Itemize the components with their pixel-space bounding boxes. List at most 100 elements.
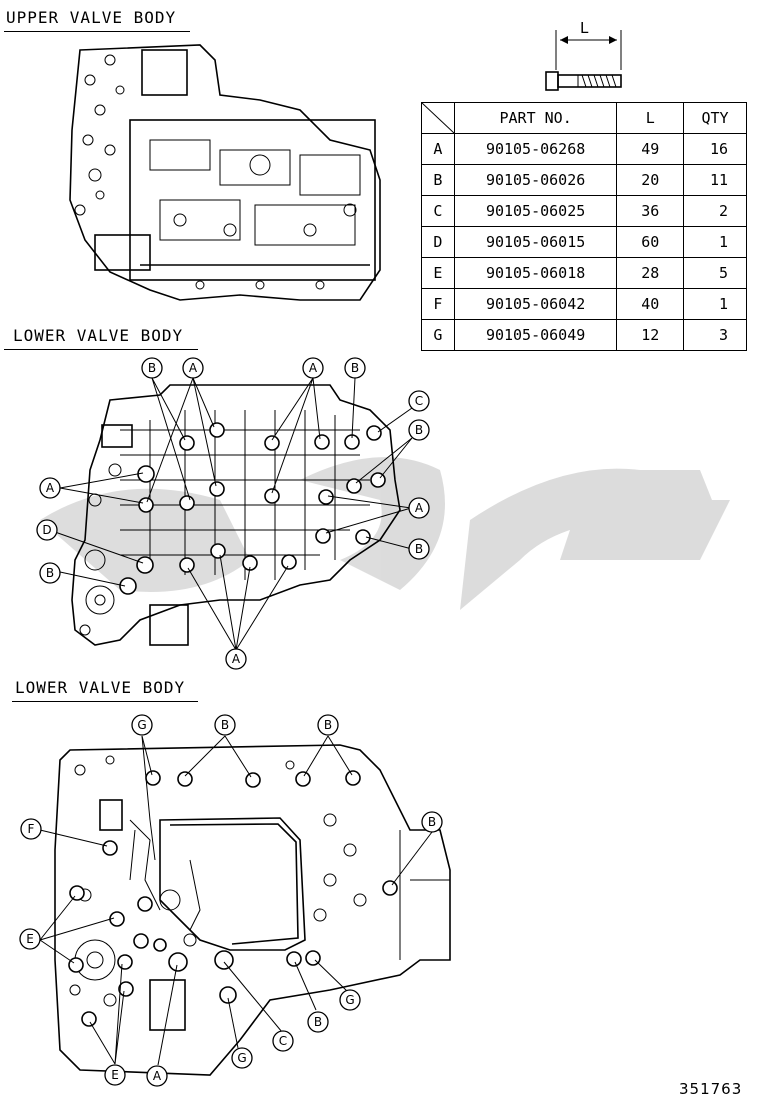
bolt-code-cell: C	[421, 195, 455, 227]
callout-b: B	[408, 419, 430, 441]
title-underline	[12, 701, 198, 702]
callout-e: E	[104, 1064, 126, 1086]
quantity-cell: 2	[683, 195, 747, 227]
svg-text:B: B	[221, 718, 229, 732]
lower-valve-body-diagram-2	[54, 744, 451, 1076]
svg-text:G: G	[237, 1051, 246, 1065]
callout-b: B	[408, 538, 430, 560]
leaders-diagram-2	[39, 735, 433, 1066]
callout-a: A	[302, 357, 324, 379]
part-number-cell: 90105-06268	[453, 133, 618, 165]
callout-g: G	[339, 989, 361, 1011]
part-number-cell: 90105-06025	[453, 195, 618, 227]
bolt-code-cell: D	[421, 226, 455, 258]
svg-text:B: B	[415, 423, 423, 437]
svg-text:C: C	[415, 394, 423, 408]
callout-a: A	[39, 477, 61, 499]
callout-a: A	[146, 1065, 168, 1087]
callout-a: A	[182, 357, 204, 379]
quantity-cell: 1	[683, 288, 747, 320]
part-number-cell: 90105-06015	[453, 226, 618, 258]
callout-f: F	[20, 818, 42, 840]
quantity-cell: 16	[683, 133, 747, 165]
upper-valve-body-title: UPPER VALVE BODY	[6, 8, 177, 27]
table-header-corner	[421, 102, 455, 134]
bolt-code-cell: E	[421, 257, 455, 289]
callout-b: B	[214, 714, 236, 736]
svg-text:D: D	[42, 523, 51, 537]
quantity-cell: 11	[683, 164, 747, 196]
callout-c: C	[408, 390, 430, 412]
svg-text:B: B	[46, 566, 54, 580]
callout-a: A	[408, 497, 430, 519]
callouts-diagram-1: B A A B C B A A D B B A	[36, 357, 430, 670]
svg-text:B: B	[351, 361, 359, 375]
quantity-cell: 3	[683, 319, 747, 351]
bolt-dimension-label: L	[580, 19, 589, 37]
callout-e: E	[19, 928, 41, 950]
callout-b: B	[141, 357, 163, 379]
table-header-length: L	[616, 102, 685, 134]
svg-text:E: E	[26, 932, 34, 946]
callout-b: B	[317, 714, 339, 736]
leaders-diagram-1	[54, 377, 413, 651]
bolt-code-cell: B	[421, 164, 455, 196]
bolt-markers-diagram-2	[68, 770, 398, 1027]
bolt-code-cell: A	[421, 133, 455, 165]
length-cell: 20	[616, 164, 685, 196]
svg-text:B: B	[415, 542, 423, 556]
part-number-cell: 90105-06018	[453, 257, 618, 289]
callouts-diagram-2: G B B F B E E A G C B G	[19, 714, 443, 1087]
callout-b: B	[344, 357, 366, 379]
part-number-cell: 90105-06026	[453, 164, 618, 196]
length-cell: 28	[616, 257, 685, 289]
callout-g: G	[131, 714, 153, 736]
quantity-cell: 5	[683, 257, 747, 289]
length-cell: 12	[616, 319, 685, 351]
svg-text:B: B	[428, 815, 436, 829]
svg-text:E: E	[111, 1068, 119, 1082]
svg-text:F: F	[28, 822, 35, 836]
lower-valve-body-title-2: LOWER VALVE BODY	[15, 678, 186, 697]
table-header-qty: QTY	[683, 102, 747, 134]
title-underline	[4, 31, 190, 32]
bolt-code-cell: F	[421, 288, 455, 320]
callout-b: B	[307, 1011, 329, 1033]
svg-text:B: B	[324, 718, 332, 732]
svg-text:B: B	[314, 1015, 322, 1029]
svg-text:A: A	[415, 501, 424, 515]
length-cell: 40	[616, 288, 685, 320]
part-number-cell: 90105-06049	[453, 319, 618, 351]
svg-text:C: C	[279, 1034, 287, 1048]
length-cell: 49	[616, 133, 685, 165]
lower-valve-body-title-1: LOWER VALVE BODY	[13, 326, 184, 345]
callout-g: G	[231, 1047, 253, 1069]
callout-c: C	[272, 1030, 294, 1052]
callout-b: B	[421, 811, 443, 833]
part-number-cell: 90105-06042	[453, 288, 618, 320]
length-cell: 60	[616, 226, 685, 258]
length-cell: 36	[616, 195, 685, 227]
svg-text:G: G	[137, 718, 146, 732]
bolt-dimension-icon	[545, 30, 622, 91]
svg-text:A: A	[46, 481, 55, 495]
callout-d: D	[36, 519, 58, 541]
svg-text:A: A	[189, 361, 198, 375]
title-underline	[4, 349, 198, 350]
upper-valve-body-diagram	[69, 44, 381, 301]
callout-b: B	[39, 562, 61, 584]
svg-text:A: A	[232, 652, 241, 666]
quantity-cell: 1	[683, 226, 747, 258]
bolt-code-cell: G	[421, 319, 455, 351]
table-header-part-no: PART NO.	[453, 102, 618, 134]
document-number: 351763	[679, 1080, 743, 1098]
